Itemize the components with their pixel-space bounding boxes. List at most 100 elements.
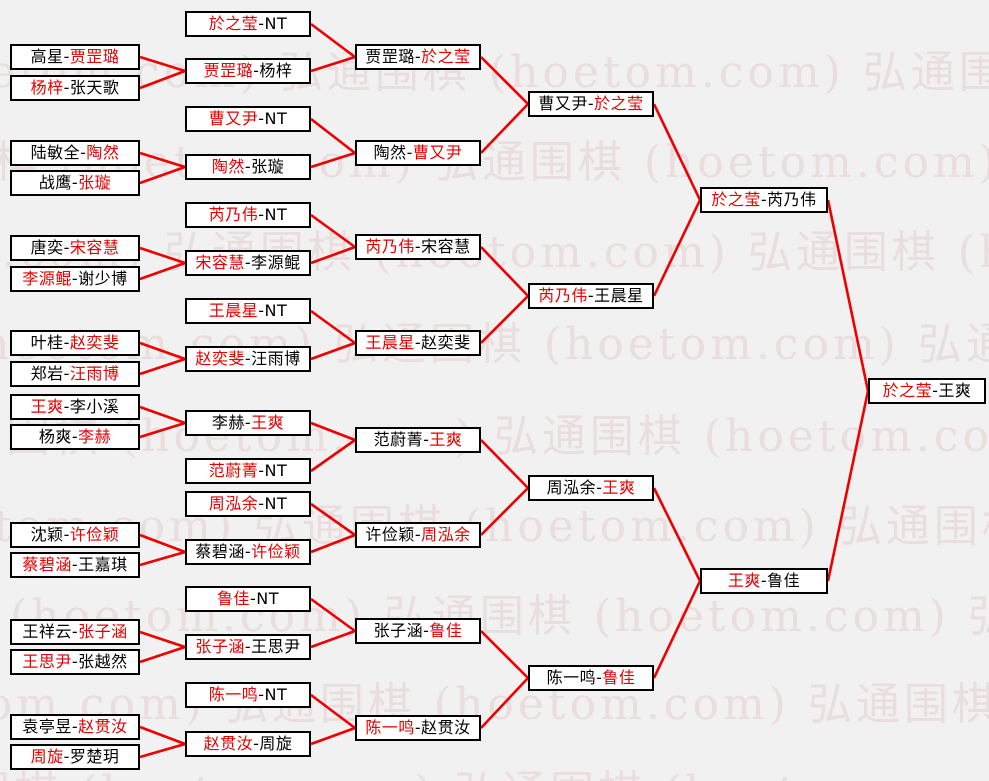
match-box: 范蔚菁-NT bbox=[185, 458, 311, 484]
player-name-left: 陈一鸣 bbox=[365, 718, 415, 737]
player-name-right: 赵奕斐 bbox=[69, 333, 120, 352]
separator: - bbox=[71, 427, 79, 446]
match-box: 王爽-李小溪 bbox=[10, 394, 140, 420]
connector-line bbox=[652, 199, 702, 297]
match-box: 陈一鸣-NT bbox=[185, 682, 311, 708]
separator: - bbox=[258, 109, 265, 128]
player-name-right: 许俭颖 bbox=[251, 542, 301, 561]
connector-line bbox=[480, 295, 529, 344]
player-name-right: 宋容慧 bbox=[421, 237, 471, 256]
match-box: 於之莹-NT bbox=[185, 11, 311, 37]
match-box: 范蔚菁-王爽 bbox=[355, 427, 481, 453]
player-name-right: NT bbox=[264, 109, 288, 128]
player-name-right: 鲁佳 bbox=[602, 668, 636, 687]
player-name-left: 陈一鸣 bbox=[546, 668, 597, 687]
connector-line bbox=[139, 405, 186, 425]
separator: - bbox=[244, 637, 252, 656]
match-box: 战鹰-张璇 bbox=[10, 170, 140, 196]
separator: - bbox=[71, 622, 79, 641]
player-name-left: 赵贯汝 bbox=[203, 734, 254, 753]
connector-line bbox=[310, 22, 356, 59]
player-name-left: 李赫 bbox=[211, 413, 245, 432]
match-box: 陶然-张璇 bbox=[185, 154, 311, 180]
player-name-left: 范蔚菁 bbox=[208, 461, 259, 480]
separator: - bbox=[71, 269, 79, 288]
match-box: 於之莹-芮乃伟 bbox=[700, 187, 828, 213]
watermark-text: 弘通围棋 (hoetom.com) 弘通围棋 (hoetom.com) 弘通围棋… bbox=[0, 679, 989, 730]
player-name-right: 王晨星 bbox=[594, 286, 644, 305]
player-name-right: 赵贯汝 bbox=[78, 717, 128, 736]
separator: - bbox=[80, 143, 87, 162]
separator: - bbox=[414, 333, 422, 352]
match-box: 芮乃伟-宋容慧 bbox=[355, 234, 481, 260]
separator: - bbox=[596, 478, 603, 497]
player-name-right: 於之莹 bbox=[421, 47, 471, 66]
separator: - bbox=[253, 61, 260, 80]
match-box: 宋容慧-李源鲲 bbox=[185, 250, 311, 276]
match-box: 袁亭昱-赵贯汝 bbox=[10, 714, 140, 740]
player-name-right: NT bbox=[264, 205, 288, 224]
player-name-right: 张越然 bbox=[78, 652, 128, 671]
match-box: 叶桂-赵奕斐 bbox=[10, 330, 140, 356]
separator: - bbox=[63, 397, 70, 416]
match-box: 陈一鸣-鲁佳 bbox=[528, 665, 654, 691]
player-name-left: 贾罡璐 bbox=[203, 61, 254, 80]
separator: - bbox=[244, 157, 252, 176]
separator: - bbox=[258, 205, 265, 224]
player-name-right: 王爽 bbox=[602, 478, 636, 497]
player-name-left: 曹又尹 bbox=[208, 109, 259, 128]
player-name-left: 赵奕斐 bbox=[195, 349, 245, 368]
separator: - bbox=[414, 525, 422, 544]
connector-line bbox=[310, 421, 356, 442]
match-box: 王思尹-张越然 bbox=[10, 649, 140, 675]
player-name-right: 张天歌 bbox=[69, 78, 120, 97]
separator: - bbox=[423, 430, 430, 449]
connector-line bbox=[139, 725, 186, 746]
connector-line bbox=[480, 246, 529, 297]
player-name-right: 贾罡璐 bbox=[69, 47, 120, 66]
connector-line bbox=[139, 357, 186, 376]
player-name-left: 於之莹 bbox=[208, 14, 259, 33]
player-name-left: 唐奕 bbox=[30, 238, 64, 257]
player-name-right: 汪雨博 bbox=[69, 364, 120, 383]
separator: - bbox=[258, 494, 265, 513]
separator: - bbox=[63, 238, 70, 257]
separator: - bbox=[63, 364, 70, 383]
player-name-left: 张子涵 bbox=[373, 621, 424, 640]
connector-line bbox=[139, 69, 186, 90]
separator: - bbox=[244, 349, 252, 368]
separator: - bbox=[244, 413, 252, 432]
player-name-left: 范蔚菁 bbox=[373, 430, 424, 449]
connector-line bbox=[139, 645, 186, 664]
match-box: 郑岩-汪雨博 bbox=[10, 361, 140, 387]
match-box: 唐奕-宋容慧 bbox=[10, 235, 140, 261]
player-name-right: 王爽 bbox=[251, 413, 285, 432]
watermark-text: 弘通围棋 (hoetom.com) 弘通围棋 (hoetom.com) 弘通围棋… bbox=[0, 137, 989, 188]
connector-line bbox=[310, 341, 356, 361]
player-name-left: 王爽 bbox=[727, 571, 761, 590]
separator: - bbox=[596, 668, 603, 687]
player-name-right: 李小溪 bbox=[69, 397, 120, 416]
player-name-left: 李源鲲 bbox=[22, 269, 72, 288]
connector-line bbox=[310, 533, 356, 554]
player-name-right: 杨梓 bbox=[259, 61, 293, 80]
player-name-left: 鲁佳 bbox=[216, 589, 250, 608]
separator: - bbox=[932, 381, 939, 400]
connector-line bbox=[310, 693, 356, 730]
connector-line bbox=[139, 550, 186, 567]
player-name-right: 许俭颖 bbox=[69, 525, 120, 544]
player-name-left: 许俭颖 bbox=[365, 525, 415, 544]
separator: - bbox=[71, 652, 79, 671]
player-name-left: 陶然 bbox=[373, 143, 407, 162]
connector-line bbox=[139, 341, 186, 361]
separator: - bbox=[63, 78, 70, 97]
player-name-right: 宋容慧 bbox=[69, 238, 120, 257]
player-name-left: 战鹰 bbox=[38, 173, 72, 192]
separator: - bbox=[258, 301, 265, 320]
match-box: 王晨星-赵奕斐 bbox=[355, 330, 481, 356]
connector-line bbox=[139, 55, 186, 73]
connector-line bbox=[310, 245, 356, 265]
match-box: 陆敏全-陶然 bbox=[10, 140, 140, 166]
match-box: 蔡碧涵-许俭颖 bbox=[185, 539, 311, 565]
